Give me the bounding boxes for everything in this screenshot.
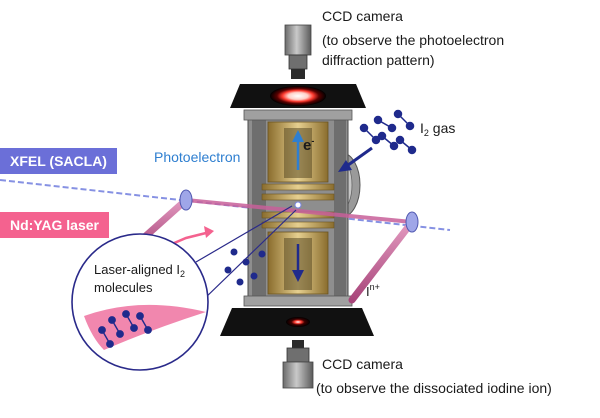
photoelectron-arrow (292, 130, 304, 170)
xfel-tag: XFEL (SACLA) (0, 148, 117, 174)
ccd-top-title: CCD camera (322, 8, 403, 24)
detector-plate-bottom (220, 308, 374, 336)
ccd-top-note-1: (to observe the photoelectron (322, 32, 505, 48)
ndyag-tag: Nd:YAG laser (0, 212, 109, 238)
laser-aligned-label-line2: molecules (94, 280, 153, 295)
detector-plate-top (230, 84, 366, 108)
i2-gas-molecules (359, 109, 417, 155)
magnifier-bubble (71, 233, 209, 371)
ccd-camera-bottom (282, 340, 314, 389)
laser-aligned-label: Laser-aligned I2 (94, 262, 186, 279)
ccd-bottom-title: CCD camera (322, 356, 403, 372)
electron-symbol: e- (303, 136, 315, 154)
ccd-bottom-note: (to observe the dissociated iodine ion) (316, 380, 552, 396)
gas-inflow-arrow (338, 146, 373, 172)
ion-arrow (292, 244, 304, 282)
ccd-top-note-2: diffraction pattern) (322, 52, 435, 68)
ion-label: In+ (366, 282, 380, 299)
i2-gas-label: I2 gas (420, 120, 456, 138)
ccd-camera-top (284, 24, 312, 79)
photoelectron-label: Photoelectron (154, 149, 241, 165)
